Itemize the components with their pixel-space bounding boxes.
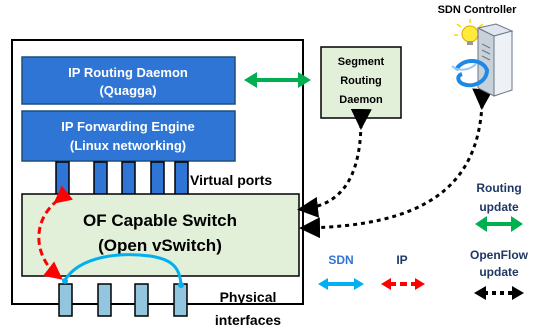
- server-icon: [476, 23, 514, 97]
- physical-interface-2: [97, 283, 112, 317]
- software-logo-icon: [451, 59, 490, 88]
- virtual-port-3: [121, 161, 136, 196]
- virtual-port-1: [55, 161, 70, 196]
- ip-forwarding-engine-box: [21, 110, 236, 162]
- switch-subtitle: (Open vSwitch): [98, 236, 222, 255]
- ip-routing-daemon-subtitle: (Quagga): [99, 83, 156, 98]
- legend-openflow-line1: OpenFlow: [470, 248, 529, 262]
- ip-routing-daemon-title: IP Routing Daemon: [68, 65, 188, 80]
- physical-interfaces-label-line1: Physical: [220, 289, 277, 305]
- physical-interface-4: [173, 283, 188, 317]
- ip-forwarding-engine-title: IP Forwarding Engine: [61, 119, 194, 134]
- legend-routing-arrowhead-left: [475, 216, 487, 232]
- physical-interface-3: [134, 283, 149, 317]
- lightbulb-icon: [454, 19, 486, 45]
- legend-ip-head-left: [381, 278, 391, 290]
- legend-ip-label: IP: [396, 253, 407, 267]
- routing-arrowhead-left: [244, 72, 257, 88]
- switch-title: OF Capable Switch: [83, 211, 237, 230]
- of-capable-switch-box: [21, 193, 300, 277]
- legend-sdn-head-left: [318, 278, 328, 290]
- ip-forwarding-engine-subtitle: (Linux networking): [70, 138, 186, 153]
- physical-interfaces-label-line2: interfaces: [215, 312, 281, 328]
- legend-routing-line1: Routing: [476, 181, 521, 195]
- legend-sdn-label: SDN: [328, 253, 353, 267]
- sdn-path: [63, 253, 183, 286]
- ip-path: [37, 185, 73, 280]
- legend-routing-arrowhead-right: [511, 216, 523, 232]
- sdn-path-endpoint-right: [178, 282, 184, 288]
- segment-to-switch-arrow: [297, 108, 372, 218]
- virtual-port-2: [93, 161, 108, 196]
- ip-routing-daemon-box: [21, 56, 236, 105]
- routing-arrowhead-right: [298, 72, 311, 88]
- legend-openflow-head-left: [474, 286, 486, 300]
- segment-daemon-line1: Segment: [338, 56, 385, 68]
- legend-routing-line2: update: [479, 200, 519, 214]
- segment-daemon-line3: Daemon: [339, 94, 383, 106]
- legend-openflow-line2: update: [479, 265, 519, 279]
- virtual-port-5: [174, 161, 189, 196]
- virtual-ports-label: Virtual ports: [190, 172, 272, 188]
- sdn-path-endpoint-left: [62, 278, 68, 284]
- physical-interface-1: [58, 283, 73, 317]
- virtual-port-4: [150, 161, 165, 196]
- legend-sdn-head-right: [354, 278, 364, 290]
- legend-openflow-head-right: [512, 286, 524, 300]
- controller-to-switch-arrow: [299, 88, 494, 239]
- segment-daemon-line2: Routing: [340, 75, 382, 87]
- legend-ip-head-right: [415, 278, 425, 290]
- sdn-controller-label: SDN Controller: [438, 4, 518, 16]
